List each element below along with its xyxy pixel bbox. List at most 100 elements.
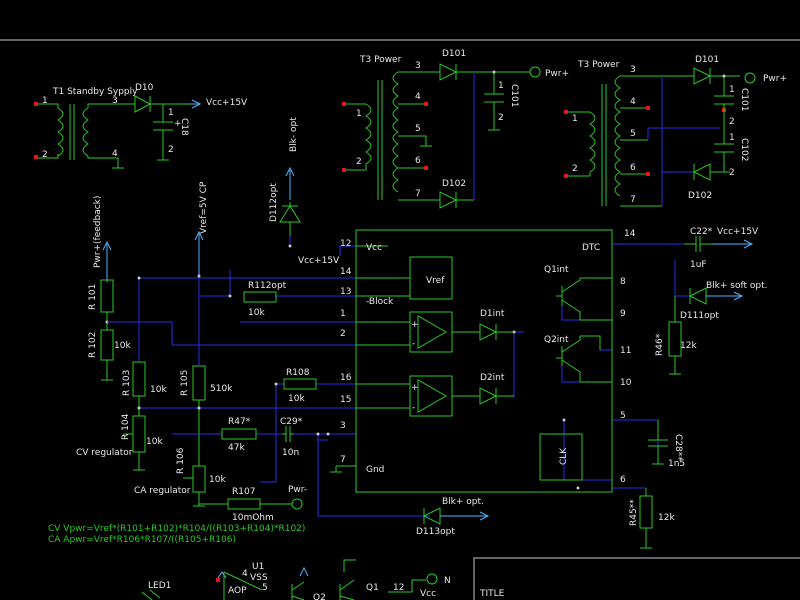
t3b-pwr-plus-terminal[interactable]: Pwr+ xyxy=(744,72,787,84)
c29-value: 10n xyxy=(282,448,299,458)
r47-resistor[interactable]: R47* 47k xyxy=(221,417,257,453)
u1-pin4: 4 xyxy=(242,569,248,579)
t1-output-label: Vcc+15V xyxy=(206,98,248,108)
d10-label: D10 xyxy=(135,83,154,93)
t3a-d101-diode[interactable]: D101 xyxy=(439,49,530,81)
c28-label: C28** xyxy=(673,434,683,461)
junction-r112 xyxy=(228,294,232,298)
c22-capacitor[interactable]: C22* 1uF xyxy=(684,227,713,270)
junction-c29 xyxy=(326,432,330,436)
r45-resistor[interactable]: R45** 12k xyxy=(629,488,675,549)
q2-transistor[interactable]: Q2 xyxy=(291,566,326,600)
t3b-pin3: 3 xyxy=(630,65,636,75)
c29-capacitor[interactable]: C29* 10n xyxy=(280,417,303,458)
t3a-c101-pin1: 1 xyxy=(498,81,504,91)
r104-potentiometer[interactable]: R 104 10k xyxy=(121,396,163,471)
r108-resistor[interactable]: R108 10k xyxy=(283,368,317,404)
c22-value: 1uF xyxy=(690,260,707,270)
t3a-d101-label: D101 xyxy=(442,49,466,59)
ic-vcc-label: Vcc xyxy=(366,243,382,253)
t3a-c101-capacitor[interactable]: C101 1 2 xyxy=(484,70,519,131)
t3a-output-label: Pwr+ xyxy=(545,69,569,79)
junction-clk xyxy=(562,418,566,422)
t3b-output-label: Pwr+ xyxy=(763,74,787,84)
t3a-pwr-plus-terminal[interactable]: Pwr+ xyxy=(529,66,569,79)
vcc-bottom-label: Vcc xyxy=(420,589,436,599)
q2int-label: Q2int xyxy=(544,335,569,345)
t3-power-transformer-b[interactable]: T3 Power 1 2 3 4 5 6 7 xyxy=(564,60,726,207)
t3b-d101-diode[interactable]: D101 xyxy=(693,55,740,85)
d1int-label: D1int xyxy=(480,309,505,319)
pwr-minus-terminal[interactable]: Pwr- xyxy=(288,485,307,510)
t1-label: T1 Standby Sypply xyxy=(52,87,138,97)
q1-transistor[interactable]: Q1 xyxy=(339,559,379,600)
t3b-capacitors[interactable]: C101 C102 1 2 1 2 xyxy=(714,74,749,179)
pwm-controller-ic[interactable]: Vcc -Block Gnd DTC Vref + - + - D1int D2… xyxy=(330,229,636,493)
feedback-arrow: Pwr+(feedback) xyxy=(93,196,112,282)
c18-pin-minus: 2 xyxy=(168,145,174,155)
junction-r103-top xyxy=(137,276,141,280)
t3b-d102-diode[interactable]: D102 xyxy=(688,163,724,201)
r105-resistor[interactable]: R 105 510k xyxy=(180,365,233,401)
ic-pin9: 9 xyxy=(620,309,626,319)
r47-value: 47k xyxy=(228,443,245,453)
t1-pin1: 1 xyxy=(42,96,48,106)
ic-pin2: 2 xyxy=(340,329,346,339)
t1-pin3: 3 xyxy=(112,96,118,106)
r108-value: 10k xyxy=(288,394,305,404)
vcc-pin12[interactable]: 12 Vcc xyxy=(388,579,436,599)
pin12-label: 12 xyxy=(393,583,404,593)
vref-arrow: Vref=5V CP xyxy=(194,181,209,276)
led1[interactable]: LED1 xyxy=(141,581,171,600)
t1-pin2-marker xyxy=(34,155,38,159)
r101-resistor[interactable]: R 101 xyxy=(88,279,114,313)
d111-label: D111opt xyxy=(680,311,719,321)
d111-diode[interactable]: Blk+ soft opt. D111opt xyxy=(680,281,768,321)
u1-opamp[interactable]: U1 VSS 4 5 AOP xyxy=(216,562,268,600)
r103-resistor[interactable]: R 103 10k xyxy=(122,361,167,397)
opamp2-plus: + xyxy=(411,383,419,393)
c18-capacitor[interactable]: C18 1 2 + xyxy=(153,104,189,161)
d10-diode[interactable]: D10 xyxy=(118,83,200,113)
r107-resistor[interactable]: R107 10mOhm xyxy=(199,487,292,523)
d113-label: D113opt xyxy=(416,527,455,537)
opamp1-minus: - xyxy=(412,339,415,349)
t3b-c102-pin1: 1 xyxy=(729,133,735,143)
r102-resistor[interactable]: R 102 10k xyxy=(88,312,131,381)
t3b-c101-label: C101 xyxy=(739,88,749,111)
ic-pin8: 8 xyxy=(620,277,626,287)
ic-pin16: 16 xyxy=(340,373,352,383)
t3-power-transformer-a[interactable]: T3 Power 1 2 3 4 5 6 7 xyxy=(342,55,440,201)
r46-value: 12k xyxy=(680,341,697,351)
feedback-label: Pwr+(feedback) xyxy=(93,196,103,268)
d112-diode[interactable]: Blk- opt D112opt xyxy=(269,117,301,236)
q2-label: Q2 xyxy=(313,593,326,600)
t1-pin4: 4 xyxy=(112,149,118,159)
c28-capacitor[interactable]: C28** 1n5 xyxy=(648,420,685,469)
r112-resistor[interactable]: R112opt 10k xyxy=(243,281,287,318)
c22-label: C22* xyxy=(690,227,713,237)
ca-formula: CA Apwr=Vref*R106*R107/((R105+R106) xyxy=(48,535,236,545)
ic-pin12: 12 xyxy=(340,239,351,249)
c18-plus: + xyxy=(174,119,182,129)
t1-standby-transformer[interactable]: 1 2 3 4 T1 Standby Sypply xyxy=(34,87,138,169)
clk-label: CLK xyxy=(559,447,569,465)
r107-value: 10mOhm xyxy=(232,513,274,523)
ic-pin11: 11 xyxy=(620,346,631,356)
t3b-c101-pin2: 2 xyxy=(729,117,735,127)
r46-resistor[interactable]: R46* 12k xyxy=(655,296,697,375)
r106-potentiometer[interactable]: R 106 10k xyxy=(176,400,226,507)
t3a-d102-diode[interactable]: D102 xyxy=(439,72,475,209)
r106-label: R 106 xyxy=(176,447,186,474)
junction-pin6 xyxy=(576,486,580,490)
t3b-c101-pin1: 1 xyxy=(729,85,735,95)
n-terminal[interactable]: N xyxy=(426,573,451,586)
r107-label: R107 xyxy=(232,487,255,497)
vcc15-arrow-t1: Vcc+15V xyxy=(190,98,248,109)
junction-r108 xyxy=(274,382,278,386)
t1-pin1-marker xyxy=(34,102,38,106)
r47-label: R47* xyxy=(228,417,251,427)
r108-label: R108 xyxy=(286,368,310,378)
r101-label: R 101 xyxy=(88,284,98,310)
d113-diode[interactable]: Blk+ opt. D113opt xyxy=(416,497,490,537)
